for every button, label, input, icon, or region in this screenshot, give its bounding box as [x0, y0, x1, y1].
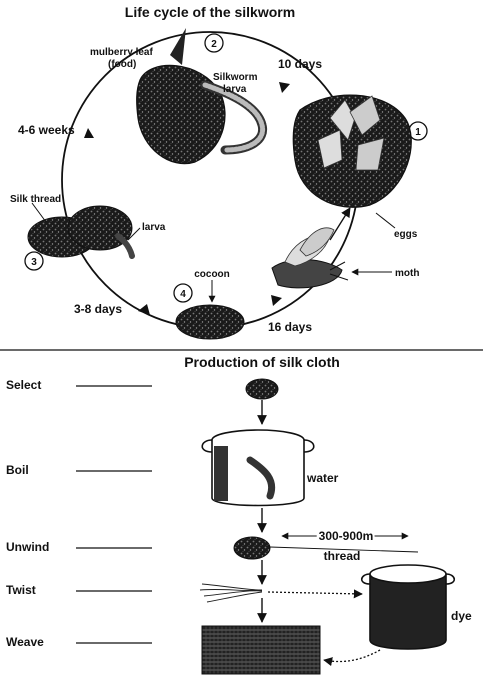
label-dye: dye: [451, 609, 472, 623]
dotted-arrow-dye-to-cloth: [323, 649, 381, 667]
mulberry-leaf-illustration: [136, 28, 226, 165]
stage-2-marker: 2: [204, 33, 224, 53]
label-moth: moth: [395, 268, 419, 279]
label-cocoon: cocoon: [194, 269, 230, 280]
label-length: 300-900m: [319, 529, 374, 543]
label-larva: larva: [142, 222, 166, 233]
label-mulberry-leaf: mulberry leaf: [90, 47, 153, 58]
moth-illustration: [271, 227, 349, 289]
label-silkworm: Silkworm: [213, 72, 258, 83]
svg-text:3: 3: [31, 257, 37, 268]
duration-4-6-weeks: 4-6 weeks: [18, 123, 75, 137]
eggs-pointer-line: [375, 212, 396, 229]
cycle-arrow-left: [84, 128, 94, 138]
lifecycle-title: Life cycle of the silkworm: [125, 4, 295, 20]
step-boil: Boil: [6, 463, 29, 477]
production-title: Production of silk cloth: [184, 354, 340, 370]
stage-4-marker: 4: [173, 283, 193, 303]
stage-3-marker: 3: [24, 251, 44, 271]
woven-cloth-illustration: [201, 625, 321, 675]
duration-3-8-days: 3-8 days: [74, 302, 122, 316]
dotted-arrow-to-dye: [267, 589, 363, 599]
label-thread: thread: [324, 549, 361, 563]
unwound-thread: [269, 546, 419, 553]
dye-pot-illustration: [360, 564, 456, 650]
step-unwind: Unwind: [6, 540, 49, 554]
cycle-arrow-top-right: [279, 82, 290, 93]
silk-thread-cocoons-illustration: [27, 205, 135, 259]
svg-text:4: 4: [180, 289, 186, 300]
cocoon-illustration: [175, 304, 245, 340]
duration-16-days: 16 days: [268, 320, 312, 334]
silkworm-larva-illustration: [200, 80, 268, 155]
label-eggs: eggs: [394, 229, 418, 240]
twisted-thread-illustration: [199, 583, 263, 603]
label-silkworm-larva: larva: [223, 84, 247, 95]
silk-thread-pointer: [31, 202, 47, 223]
larva-pointer: [127, 227, 141, 241]
cycle-arrow-bottom-right: [271, 295, 282, 306]
svg-text:1: 1: [415, 127, 421, 138]
moth-to-eggs-arrow: [329, 207, 351, 241]
unwind-cocoon-illustration: [233, 536, 271, 560]
eggs-leaf-illustration: [292, 94, 412, 208]
step-weave: Weave: [6, 635, 44, 649]
select-cocoon-illustration: [245, 378, 279, 400]
step-twist: Twist: [6, 583, 36, 597]
label-water: water: [306, 471, 339, 485]
boiling-pot-illustration: [201, 429, 315, 507]
label-silk-thread: Silk thread: [10, 194, 61, 205]
svg-text:2: 2: [211, 39, 217, 50]
cycle-arrow-bottom-left: [138, 304, 150, 315]
label-mulberry-food: (food): [108, 59, 136, 70]
duration-10-days: 10 days: [278, 57, 322, 71]
step-select: Select: [6, 378, 41, 392]
